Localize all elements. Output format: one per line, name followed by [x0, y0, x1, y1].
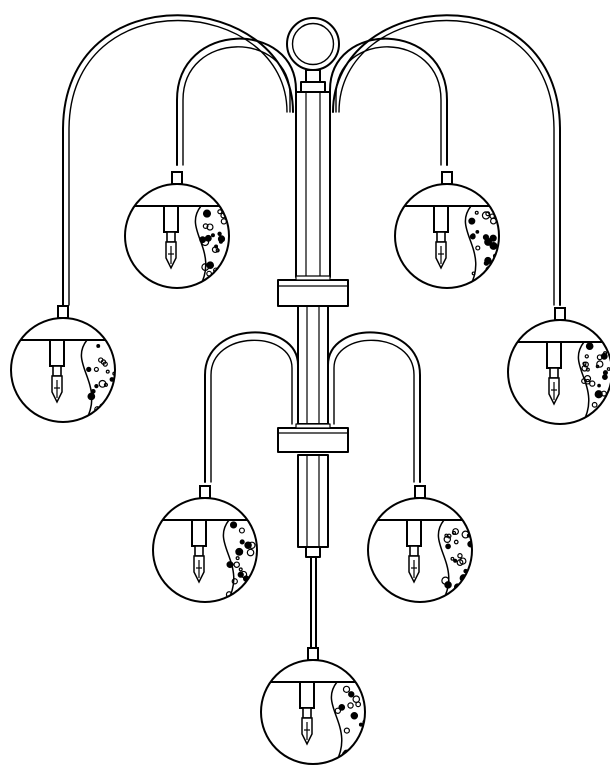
globe-pendant — [260, 647, 366, 765]
hanging-ring — [286, 17, 340, 93]
globe-pendant — [152, 485, 258, 603]
upper-column — [277, 91, 349, 307]
globe-pendant — [394, 171, 500, 289]
lower-arms — [204, 331, 421, 483]
globe-pendant — [10, 305, 116, 423]
lower-column — [277, 423, 349, 653]
globe-pendant — [507, 307, 610, 425]
globe-pendant — [124, 171, 230, 289]
globe-group — [10, 171, 610, 765]
middle-column — [297, 305, 329, 425]
globe-pendant — [367, 485, 473, 603]
inner-upper-arms — [176, 37, 448, 166]
